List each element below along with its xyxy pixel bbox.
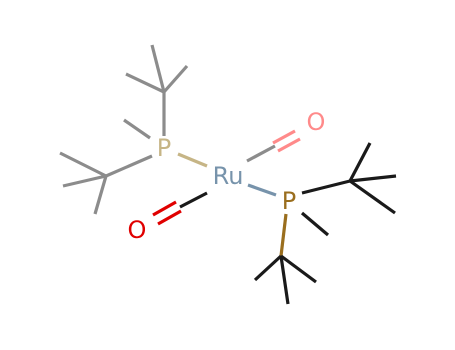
bond-lower-co-2: [157, 209, 182, 226]
atom-ruthenium: Ru: [213, 162, 244, 190]
bond-left-tbu-methyl-b: [62, 174, 107, 188]
bond-p1-ru: [177, 152, 208, 168]
bond-right-tbu-methyl-b: [349, 174, 397, 183]
bond-ru-p2: [247, 183, 277, 197]
bond-p1-methyl: [123, 118, 151, 140]
bond-p2-right-tbu: [301, 179, 351, 195]
bond-upper-tbu-methyl-b: [125, 72, 165, 94]
bond-right-tbu-methyl-c: [349, 179, 396, 215]
bond-bottom-tbu-methyl-b: [279, 255, 290, 305]
bond-ru-lower-carbonyl: [179, 191, 208, 209]
bond-right-tbu-methyl-a: [348, 142, 372, 182]
bond-bottom-tbu-methyl-a: [253, 254, 283, 282]
atom-oxygen-upper: O: [307, 108, 326, 136]
bond-upper-co-2: [277, 137, 301, 153]
atom-phosphorus-lower: P: [282, 187, 296, 215]
atom-phosphorus-upper: P: [157, 134, 171, 162]
bond-left-tbu-methyl-a: [59, 151, 107, 178]
bond-p2-methyl: [300, 211, 330, 237]
bond-upper-tbu-methyl-a: [150, 44, 166, 93]
bond-left-tbu-methyl-c: [93, 175, 108, 215]
bond-lower-co-1: [152, 200, 177, 217]
bond-ru-upper-carbonyl: [246, 144, 276, 163]
bond-p2-bottom-tbu: [279, 213, 288, 257]
bond-upper-tbu-methyl-c: [162, 64, 189, 94]
bond-p1-left-tbu: [105, 154, 153, 178]
atom-oxygen-lower: O: [128, 216, 147, 244]
bond-upper-co-1: [272, 129, 296, 145]
bond-bottom-tbu-methyl-c: [280, 254, 317, 284]
